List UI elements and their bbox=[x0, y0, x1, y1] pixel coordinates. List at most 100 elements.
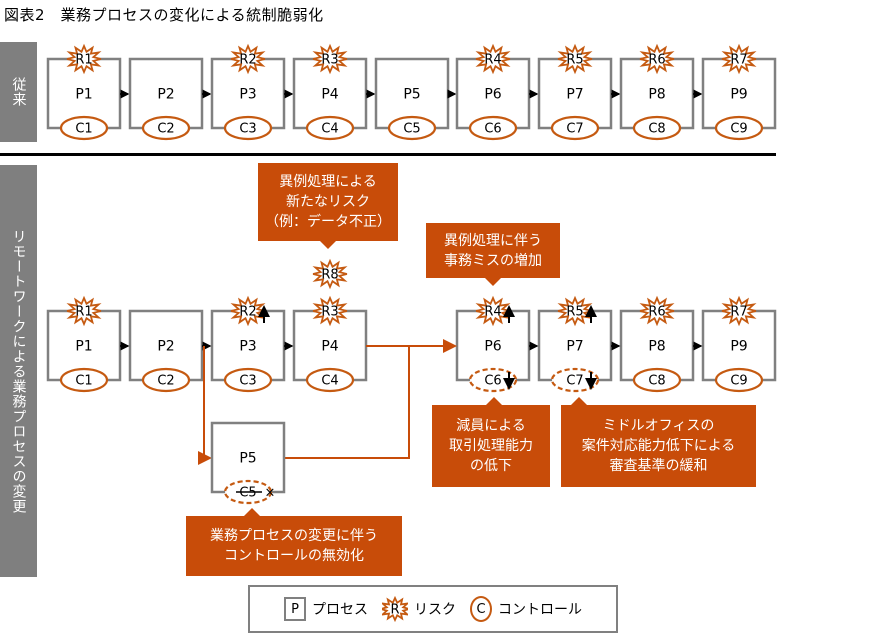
risk-label: R6 bbox=[648, 305, 665, 320]
control-ellipse bbox=[141, 115, 191, 141]
callout-pointer bbox=[571, 397, 587, 405]
risk-starburst: R3 bbox=[312, 43, 348, 75]
callout-line: 業務プロセスの変更に伴う bbox=[210, 528, 378, 544]
section-label-after: リモートワークによる業務プロセスの変更 bbox=[0, 165, 37, 577]
control-symbol-icon: C bbox=[470, 596, 492, 622]
risk-starburst: R4 bbox=[475, 295, 511, 327]
risk-starburst: R5 bbox=[557, 295, 593, 327]
starburst-icon bbox=[475, 43, 511, 75]
starburst-icon bbox=[557, 295, 593, 327]
figure-title: 図表2 業務プロセスの変化による統制脆弱化 bbox=[4, 6, 324, 24]
callout-line: の低下 bbox=[470, 458, 512, 474]
callout-staff-reduction: 減員による 取引処理能力 の低下 bbox=[432, 397, 550, 487]
starburst-icon bbox=[66, 43, 102, 75]
callout-line: 減員による bbox=[456, 418, 526, 434]
process-label: P2 bbox=[157, 339, 174, 355]
callout-line: 新たなリスク bbox=[286, 194, 370, 210]
process-label: P1 bbox=[75, 87, 92, 103]
control-ellipse bbox=[305, 367, 355, 393]
starburst-icon bbox=[475, 295, 511, 327]
starburst-icon bbox=[66, 295, 102, 327]
control-label: C4 bbox=[321, 374, 338, 389]
callout-line: 案件対応能力低下による bbox=[581, 438, 736, 454]
control-label: C7 bbox=[566, 122, 583, 137]
callout-pointer bbox=[244, 508, 260, 516]
starburst-icon bbox=[230, 43, 266, 75]
callout-pointer bbox=[485, 278, 501, 286]
starburst-icon bbox=[639, 43, 675, 75]
risk-label: R1 bbox=[75, 53, 92, 68]
risk-label: R5 bbox=[566, 53, 583, 68]
process-label: P4 bbox=[321, 339, 338, 355]
section-divider bbox=[0, 153, 776, 156]
callout-pointer bbox=[320, 241, 336, 249]
process-label: P5 bbox=[403, 87, 420, 103]
control-label: C5 bbox=[403, 122, 420, 137]
callout-line: コントロールの無効化 bbox=[224, 548, 364, 564]
legend-label: プロセス bbox=[312, 602, 368, 618]
control-label: C2 bbox=[157, 374, 174, 389]
control-ellipse bbox=[59, 367, 109, 393]
control-label: C9 bbox=[730, 374, 747, 389]
control-label: C8 bbox=[648, 122, 665, 137]
risk-label: R4 bbox=[484, 53, 501, 68]
before-row: P1C1R1P2C2P3C3R2P4C4R3P5C5P6C6R4P7C7R5P8… bbox=[46, 43, 777, 141]
legend: P プロセス R リスク C コントロール bbox=[248, 585, 618, 633]
starburst-icon bbox=[312, 258, 348, 290]
risk-label: R4 bbox=[484, 305, 501, 320]
callout-middle-office: ミドルオフィスの 案件対応能力低下による 審査基準の緩和 bbox=[561, 397, 756, 487]
control-label: C1 bbox=[75, 122, 92, 137]
control-label: C2 bbox=[157, 122, 174, 137]
process-label: P8 bbox=[648, 87, 665, 103]
control-ellipse bbox=[59, 115, 109, 141]
control-label: C4 bbox=[321, 122, 338, 137]
risk-starburst: R3 bbox=[312, 295, 348, 327]
control-label: C5 bbox=[239, 486, 256, 501]
callout-line: 取引処理能力 bbox=[449, 438, 533, 454]
risk-symbol: R bbox=[390, 603, 399, 618]
risk-label: R6 bbox=[648, 53, 665, 68]
section-label-before: 従来 bbox=[0, 42, 37, 142]
starburst-icon bbox=[230, 295, 266, 327]
process-label: P2 bbox=[157, 87, 174, 103]
control-ellipse bbox=[223, 115, 273, 141]
callout-control-disabled: 業務プロセスの変更に伴う コントロールの無効化 bbox=[186, 508, 402, 576]
process-label: P9 bbox=[730, 339, 747, 355]
risk-label: R2 bbox=[239, 53, 256, 68]
process-label: P7 bbox=[566, 339, 583, 355]
process-symbol-icon: P bbox=[284, 597, 306, 621]
control-label: C9 bbox=[730, 122, 747, 137]
control-label: C3 bbox=[239, 122, 256, 137]
control-label: C3 bbox=[239, 374, 256, 389]
starburst-icon bbox=[721, 295, 757, 327]
risk-label: R3 bbox=[321, 53, 338, 68]
control-ellipse bbox=[550, 115, 600, 141]
starburst-icon bbox=[639, 295, 675, 327]
risk-label: R2 bbox=[239, 305, 256, 320]
risk-starburst-icon: R bbox=[382, 596, 408, 622]
risk-starburst: R6 bbox=[639, 295, 675, 327]
risk-starburst: R2 bbox=[230, 295, 266, 327]
process-label: P4 bbox=[321, 87, 338, 103]
callout-line: ミドルオフィスの bbox=[602, 418, 715, 434]
risk-starburst: R1 bbox=[66, 295, 102, 327]
callout-line: 異例処理に伴う bbox=[444, 232, 542, 249]
starburst-icon bbox=[312, 295, 348, 327]
process-label: P6 bbox=[484, 339, 501, 355]
process-label: P7 bbox=[566, 87, 583, 103]
risk-starburst: R7 bbox=[721, 295, 757, 327]
starburst-icon bbox=[312, 43, 348, 75]
after-row: P1C1R1P2C2P3C3R2P4C4R3P6C6R4P7C7R5P8C8R6… bbox=[46, 258, 777, 465]
risk-starburst: R4 bbox=[475, 43, 511, 75]
control-ellipse bbox=[714, 367, 764, 393]
legend-label: コントロール bbox=[498, 602, 582, 618]
